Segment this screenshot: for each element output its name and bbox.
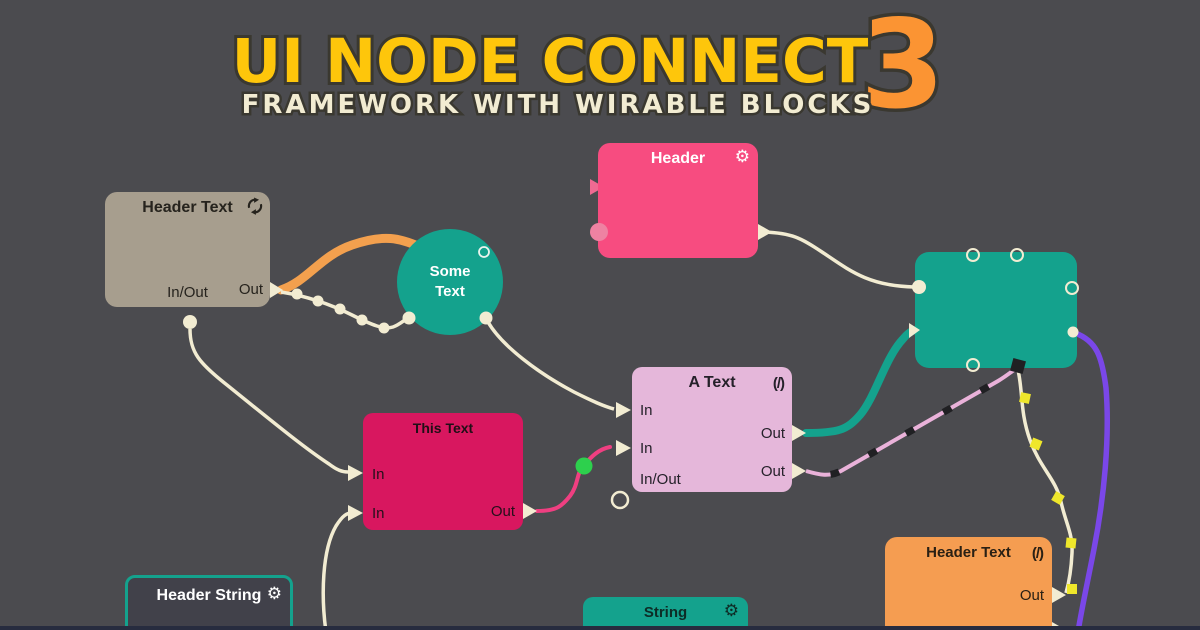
wire-circle-to-atext[interactable] <box>486 321 615 411</box>
gear-icon[interactable]: ⚙ <box>266 584 282 604</box>
node-title: String <box>643 604 688 621</box>
gear-icon[interactable]: ⚙ <box>734 147 750 167</box>
port-ring-atext-below[interactable] <box>610 490 630 510</box>
node-header-pink[interactable]: Header ⚙ <box>598 143 758 258</box>
port-label-out2: Out <box>760 463 785 480</box>
port-label-out: Out <box>490 503 515 520</box>
port-dot-teal-left[interactable] <box>912 280 926 294</box>
port-triangle-pink-out[interactable] <box>758 224 772 240</box>
wire-header-to-teal[interactable] <box>763 230 915 289</box>
node-this-text[interactable]: This Text In In Out <box>363 413 523 530</box>
port-triangle-this-in2[interactable] <box>348 505 363 521</box>
wire-thistext-to-atext[interactable] <box>535 445 612 513</box>
port-label-in1: In <box>640 402 653 419</box>
port-triangle-atext-out2[interactable] <box>792 463 806 479</box>
port-ring-teal-top2[interactable] <box>1010 248 1024 262</box>
node-title: This Text <box>412 420 474 436</box>
port-label-in2: In <box>372 505 385 522</box>
wire-teal[interactable] <box>802 326 920 437</box>
page-subtitle: FRAMEWORK WITH WIRABLE BLOCKS <box>239 88 875 123</box>
wire-beads <box>291 288 390 334</box>
node-title: Header String <box>156 587 262 604</box>
code-icon: (/) <box>1031 545 1044 562</box>
port-dot-circle-bl[interactable] <box>402 311 416 325</box>
port-ring-circle-node[interactable] <box>478 246 490 258</box>
version-badge: 3 <box>857 0 949 136</box>
port-ring-teal-top1[interactable] <box>966 248 980 262</box>
node-title: Header <box>650 150 706 167</box>
port-label-inout: In/Out <box>167 284 208 301</box>
node-string[interactable]: String ⚙ <box>583 597 748 630</box>
port-dot-teal-right[interactable] <box>1067 326 1079 338</box>
port-label-out: Out <box>1019 587 1044 604</box>
node-header-text-tan[interactable]: Header Text In/Out Out <box>105 192 270 307</box>
wire-purple[interactable] <box>1072 330 1110 630</box>
wire-orange[interactable] <box>276 233 425 295</box>
port-circle-pink-left[interactable] <box>590 223 608 241</box>
node-title-line1: Some <box>429 262 471 280</box>
wire-bottom-to-thistext[interactable] <box>321 511 353 630</box>
port-label-out: Out <box>238 281 263 298</box>
port-triangle-atext-out1[interactable] <box>792 425 806 441</box>
port-label-out1: Out <box>760 425 785 442</box>
port-triangle-atext-in2[interactable] <box>616 440 631 456</box>
port-dot-tan-bottom[interactable] <box>183 315 197 329</box>
code-icon: (/) <box>772 375 785 392</box>
refresh-icon[interactable] <box>246 197 264 220</box>
port-dot-circle-br[interactable] <box>479 311 493 325</box>
node-title: Header Text <box>926 544 1011 561</box>
green-bead <box>575 457 593 475</box>
port-triangle-this-in1[interactable] <box>348 465 363 481</box>
node-title-line2: Text <box>435 283 465 300</box>
page-title: UI NODE CONNECT <box>229 23 872 100</box>
node-title: A Text <box>688 374 736 391</box>
gear-icon[interactable]: ⚙ <box>723 601 739 621</box>
node-a-text[interactable]: A Text (/) In In In/Out Out Out <box>632 367 792 492</box>
footer-strip <box>0 626 1200 630</box>
node-title: Header Text <box>142 199 233 216</box>
port-label-in2: In <box>640 440 653 457</box>
port-square-teal-bottom[interactable] <box>1010 358 1026 374</box>
port-triangle-tan-out[interactable] <box>270 282 283 298</box>
port-triangle-atext-in1[interactable] <box>616 402 631 418</box>
node-header-text-orange[interactable]: Header Text (/) Out <box>885 537 1052 630</box>
port-triangle-this-out[interactable] <box>523 503 537 519</box>
port-ring-teal-bottom[interactable] <box>966 358 980 372</box>
port-triangle-orange-out[interactable] <box>1052 587 1066 603</box>
node-teal-blank[interactable] <box>915 252 1077 368</box>
wire-tan-to-thistext[interactable] <box>188 328 349 474</box>
port-label-inout: In/Out <box>640 471 681 488</box>
port-triangle-pink-in[interactable] <box>590 179 604 195</box>
port-ring-teal-right[interactable] <box>1065 281 1079 295</box>
node-header-string[interactable]: Header String ⚙ <box>125 575 293 630</box>
port-label-in1: In <box>372 466 385 483</box>
port-triangle-teal-left[interactable] <box>909 323 920 338</box>
yellow-beads <box>1019 392 1077 594</box>
